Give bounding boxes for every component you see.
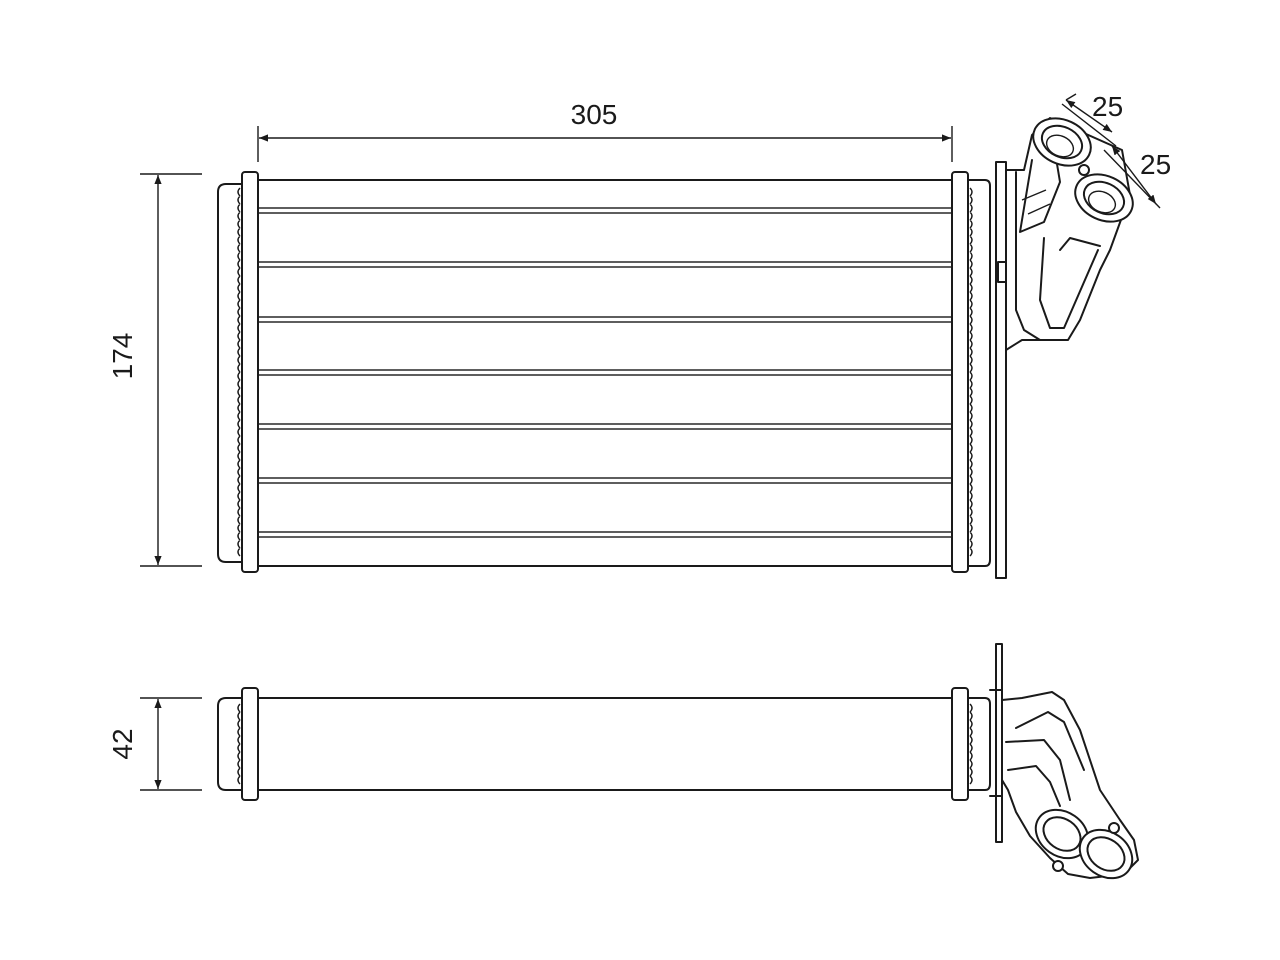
crimp-teeth xyxy=(969,703,973,785)
side-pipe-rib-1 xyxy=(1005,739,1071,801)
radiator-core xyxy=(257,179,953,567)
core-tube xyxy=(257,477,953,484)
core-tube xyxy=(257,207,953,214)
pipe-inlet-lower xyxy=(1074,173,1134,223)
pipe-bracket xyxy=(1005,117,1131,351)
dimension-depth: 42 xyxy=(107,697,202,791)
core-tube xyxy=(257,531,953,538)
left-end-tank xyxy=(217,183,243,563)
left-header-plate xyxy=(241,171,259,573)
left-tank-crimp xyxy=(237,187,241,557)
bracket-rib-left xyxy=(1015,171,1041,341)
side-pipe-clip xyxy=(1108,822,1120,834)
mounting-flange xyxy=(995,161,1007,579)
dimension-pipe-1-label: 25 xyxy=(1092,91,1123,122)
dimension-height-label: 174 xyxy=(107,333,138,380)
side-left-crimp xyxy=(237,703,241,785)
pipe-clip xyxy=(1078,164,1090,176)
right-header-plate xyxy=(951,171,969,573)
core-tube xyxy=(257,369,953,376)
side-pipe-clip-2 xyxy=(1052,860,1064,872)
side-left-header xyxy=(241,687,259,801)
core-tube xyxy=(257,316,953,323)
dimension-width-label: 305 xyxy=(571,99,618,130)
dimension-pipe-1: 25 xyxy=(1061,91,1123,147)
bracket-web xyxy=(1021,189,1051,215)
flange-hinge-bracket xyxy=(997,261,1007,283)
crimp-teeth xyxy=(969,187,973,557)
side-flange xyxy=(995,643,1003,843)
dimension-pipe-2: 25 xyxy=(1103,145,1171,209)
side-view xyxy=(217,643,1139,880)
core-tubes xyxy=(257,207,953,538)
core-tube xyxy=(257,423,953,430)
dimension-pipe-2-label: 25 xyxy=(1140,149,1171,180)
side-pipe-rib-2 xyxy=(1007,765,1061,807)
pipe-outlet-top xyxy=(1032,117,1092,167)
side-right-header xyxy=(951,687,969,801)
side-pipe-opening-right xyxy=(1078,828,1134,880)
dimension-depth-label: 42 xyxy=(107,728,138,759)
side-pipe-body xyxy=(1001,691,1139,879)
side-flange-base xyxy=(989,689,1003,797)
side-right-end-tank xyxy=(967,697,991,791)
crimp-teeth xyxy=(237,703,241,785)
right-end-tank xyxy=(967,179,991,567)
side-left-end-tank xyxy=(217,697,243,791)
front-view xyxy=(217,117,1134,579)
crimp-teeth xyxy=(237,187,241,557)
side-right-crimp xyxy=(969,703,973,785)
dimension-width: 305 xyxy=(257,99,953,162)
side-pipe-rib-3 xyxy=(1015,711,1085,771)
bracket-rib-diagonal xyxy=(1039,237,1099,329)
bracket-rib-outer xyxy=(1059,237,1101,251)
side-core xyxy=(257,697,953,791)
core-tube xyxy=(257,261,953,268)
bracket-rib-inner xyxy=(1019,157,1061,233)
dimension-height: 174 xyxy=(107,173,202,567)
right-tank-crimp xyxy=(969,187,973,557)
